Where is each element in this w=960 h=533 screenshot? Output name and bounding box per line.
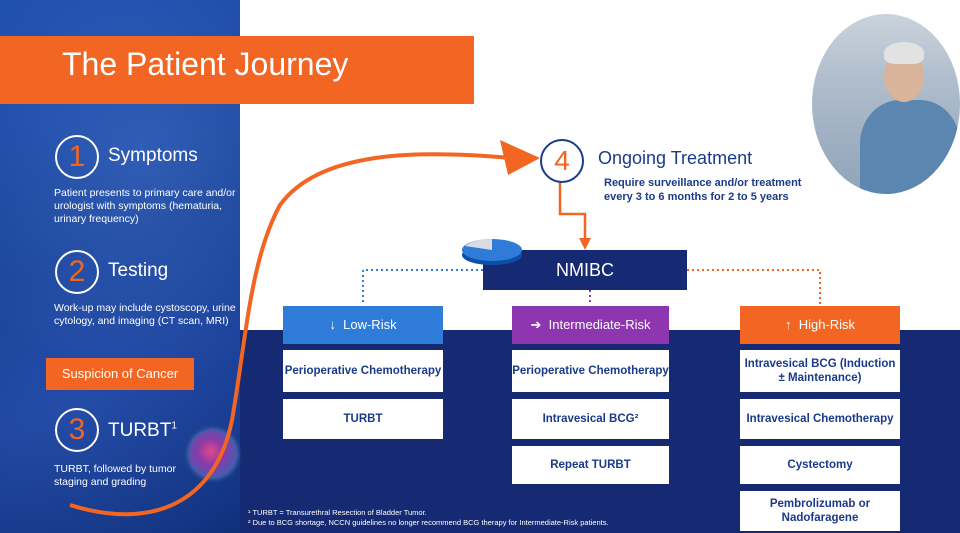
step-1-number: 1: [55, 135, 99, 179]
treatment-box: Repeat TURBT: [512, 446, 669, 484]
step-3-title-superscript: 1: [171, 420, 177, 432]
up-arrow-icon: ↑: [784, 317, 792, 332]
suspicion-of-cancer-badge: Suspicion of Cancer: [46, 358, 194, 390]
treatment-box: Intravesical Chemotherapy: [740, 399, 900, 439]
treatment-box: TURBT: [283, 399, 443, 439]
step-2-number: 2: [55, 250, 99, 294]
title-bar: [0, 36, 474, 104]
low-risk-label: Low-Risk: [343, 317, 397, 332]
step-2-description: Work-up may include cystoscopy, urine cy…: [54, 302, 236, 327]
pie-chart-icon: [462, 239, 522, 265]
footnote-2: ² Due to BCG shortage, NCCN guidelines n…: [248, 518, 609, 527]
treatment-box: Pembrolizumab or Nadofaragene: [740, 491, 900, 531]
step-1-description: Patient presents to primary care and/or …: [54, 187, 236, 225]
treatment-box: Intravesical BCG (Induction ± Maintenanc…: [740, 350, 900, 392]
down-arrow-icon: ↓: [329, 317, 336, 332]
step-3-title: TURBT1: [108, 420, 177, 442]
step-4-number: 4: [540, 139, 584, 183]
step-4-title: Ongoing Treatment: [598, 148, 753, 168]
step-2-title: Testing: [108, 260, 169, 281]
step-3-description: TURBT, followed by tumor staging and gra…: [54, 463, 176, 488]
treatment-box: Intravesical BCG²: [512, 399, 669, 439]
step-3-number: 3: [55, 408, 99, 452]
treatment-box: Perioperative Chemotherapy: [283, 350, 443, 392]
intermediate-risk-label: Intermediate-Risk: [548, 317, 651, 332]
page-title: The Patient Journey: [62, 46, 349, 82]
step-4-description: Require surveillance and/or treatment ev…: [604, 177, 802, 203]
patient-photo: [812, 14, 960, 194]
low-risk-header: ↓ Low-Risk: [283, 306, 443, 344]
treatment-box: Cystectomy: [740, 446, 900, 484]
high-risk-header: ↑ High-Risk: [740, 306, 900, 344]
treatment-box: Perioperative Chemotherapy: [512, 350, 669, 392]
footnote-1: ¹ TURBT = Transurethral Resection of Bla…: [248, 508, 427, 517]
high-risk-label: High-Risk: [798, 317, 856, 332]
intermediate-risk-header: ➔ Intermediate-Risk: [512, 306, 669, 344]
step-3-title-text: TURBT: [108, 420, 172, 441]
step-1-title: Symptoms: [108, 145, 198, 166]
right-arrow-icon: ➔: [530, 317, 542, 332]
